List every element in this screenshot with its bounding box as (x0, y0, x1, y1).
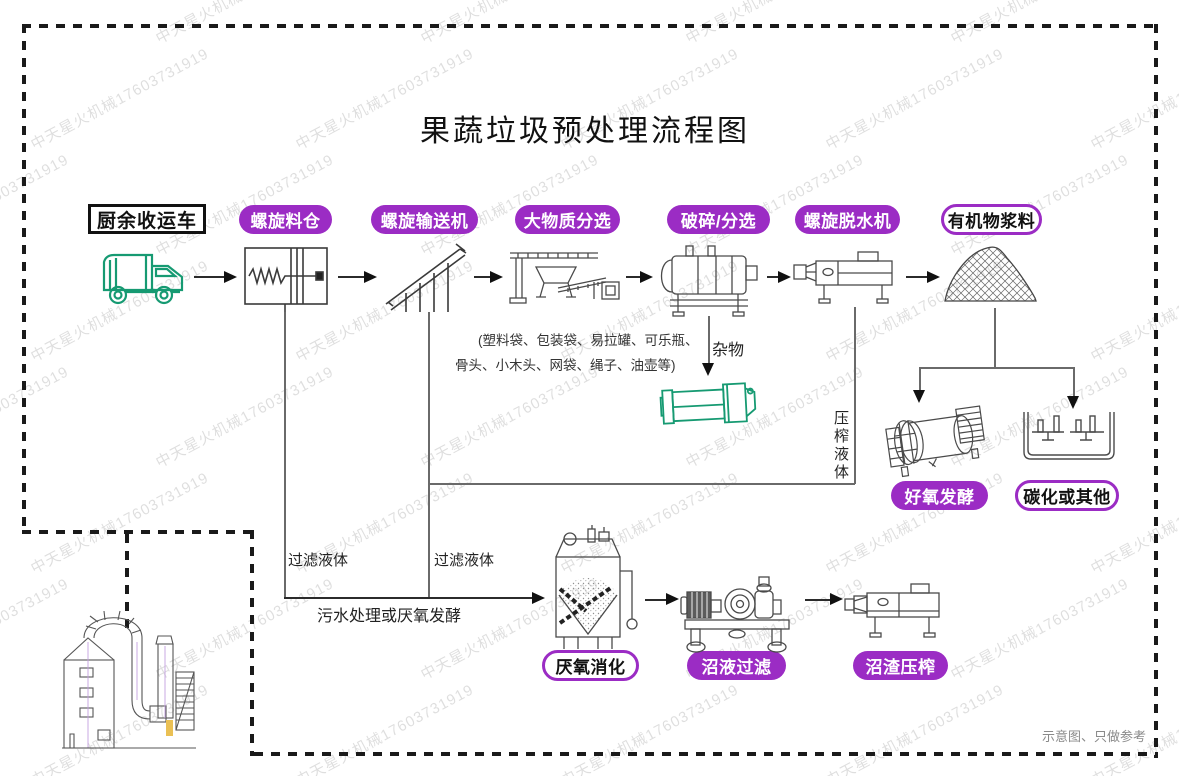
dashed-border-left (22, 24, 26, 532)
node-label-anaerobic: 厌氧消化 (542, 650, 639, 681)
arrowhead (913, 390, 925, 403)
debris-label: 杂物 (712, 342, 745, 359)
arrowhead (1067, 396, 1079, 409)
arrowhead (830, 593, 843, 605)
flow-arrow-truck-silo (194, 276, 224, 278)
crusher-sorter-illustration (660, 245, 758, 317)
node-label-dewatering: 螺旋脱水机 (795, 205, 900, 234)
flow-arrow-sorting-crushing (626, 276, 640, 278)
arrowhead (702, 363, 714, 376)
arrowhead (640, 271, 653, 283)
node-label-sorting: 大物质分选 (515, 205, 620, 234)
debris-items-line1: (塑料袋、包装袋、易拉罐、可乐瓶、 (478, 333, 699, 348)
watermark-text: 中天星火机械17603731919 (558, 681, 742, 776)
flow-arrow-conveyor-sorting (474, 276, 490, 278)
watermark-text: 中天星火机械17603731919 (0, 151, 72, 260)
dashed-border-notch-horizontal (22, 530, 252, 534)
dashed-border-bottom (254, 752, 1158, 756)
flow-line-sewage (284, 597, 532, 599)
node-label-silo: 螺旋料仓 (239, 205, 332, 234)
flow-arrow-silo-conveyor (338, 276, 364, 278)
large-object-sorter-illustration (509, 252, 620, 304)
watermark-text: 中天星火机械17603731919 (153, 363, 337, 472)
watermark-text: 中天星火机械17603731919 (28, 45, 212, 154)
watermark-text: 中天星火机械17603731919 (418, 363, 602, 472)
arrowhead (224, 271, 237, 283)
flow-line-crusher-debris (708, 316, 710, 363)
debris-items-line2: 骨头、小木头、网袋、绳子、油壶等) (455, 358, 676, 373)
flow-line-conveyor-down (428, 312, 430, 598)
node-label-carbonization: 碳化或其他 (1015, 480, 1119, 511)
flow-arrow-digester-pump (645, 599, 666, 601)
carbonization-tank-illustration (1023, 412, 1115, 460)
dashed-border-right (1154, 24, 1158, 758)
arrowhead (532, 592, 545, 604)
dashed-stub-line (125, 534, 129, 628)
flow-arrow-crushing-dewatering (767, 276, 778, 278)
watermark-text: 中天星火机械17603731919 (823, 45, 1007, 154)
diagram-title: 果蔬垃圾预处理流程图 (420, 115, 750, 148)
watermark-text: 中天星火机械17603731919 (1088, 257, 1179, 366)
flow-line-slurry-down (994, 308, 996, 368)
filter-liquid-left-label: 过滤液体 (288, 552, 349, 569)
watermark-text: 中天星火机械17603731919 (823, 681, 1007, 776)
gas-scrubber-tower-illustration (62, 610, 196, 749)
watermark-text: 中天星火机械17603731919 (948, 575, 1132, 684)
node-label-slurry: 有机物浆料 (941, 204, 1042, 235)
arrowhead (490, 271, 503, 283)
press-liquid-label: 压榨液体 (832, 410, 849, 482)
watermark-text: 中天星火机械17603731919 (293, 681, 477, 776)
watermark-text: 中天星火机械17603731919 (0, 363, 72, 472)
flow-arrow-pump-press (805, 599, 830, 601)
flow-line-to-aerobic (919, 368, 921, 390)
arrowhead (364, 271, 377, 283)
flow-line-press-liquid-horizontal (428, 483, 855, 485)
sewage-note: 污水处理或厌氧发酵 (317, 608, 462, 625)
dashed-border-top (22, 24, 1158, 28)
node-label-biogas-filtering: 沼液过滤 (687, 651, 786, 680)
watermark-text: 中天星火机械17603731919 (28, 469, 212, 578)
garbage-truck-illustration (102, 253, 184, 305)
screw-conveyor-illustration (385, 243, 467, 312)
biogas-filter-pump-illustration (680, 576, 790, 653)
arrowhead (927, 271, 940, 283)
flow-line-silo-down (284, 312, 286, 598)
residue-press-illustration (844, 583, 940, 638)
arrowhead (778, 271, 791, 283)
debris-machine-illustration (659, 382, 757, 425)
aerobic-fermenter-illustration (885, 405, 985, 478)
screw-dewaterer-illustration (793, 251, 893, 304)
flow-line-dewaterer-down (854, 307, 856, 484)
dashed-border-notch-vertical (250, 530, 254, 756)
organic-slurry-pile-illustration (944, 246, 1037, 302)
watermark-text: 中天星火机械17603731919 (1088, 45, 1179, 154)
flow-line-to-carbonization (1073, 368, 1075, 396)
anaerobic-digester-illustration (555, 525, 638, 649)
flow-line-slurry-branch (919, 367, 1075, 369)
node-label-conveyor: 螺旋输送机 (371, 205, 478, 234)
node-label-truck: 厨余收运车 (88, 204, 206, 234)
footer-note: 示意图、只做参考 (1042, 729, 1147, 744)
node-label-crushing: 破碎/分选 (667, 205, 770, 234)
node-label-aerobic: 好氧发酵 (891, 481, 988, 510)
spiral-silo-illustration (244, 247, 328, 312)
filter-liquid-right-label: 过滤液体 (434, 552, 495, 569)
flow-arrow-dewatering-slurry (906, 276, 927, 278)
node-label-residue-pressing: 沼渣压榨 (853, 651, 948, 680)
arrowhead (666, 593, 679, 605)
